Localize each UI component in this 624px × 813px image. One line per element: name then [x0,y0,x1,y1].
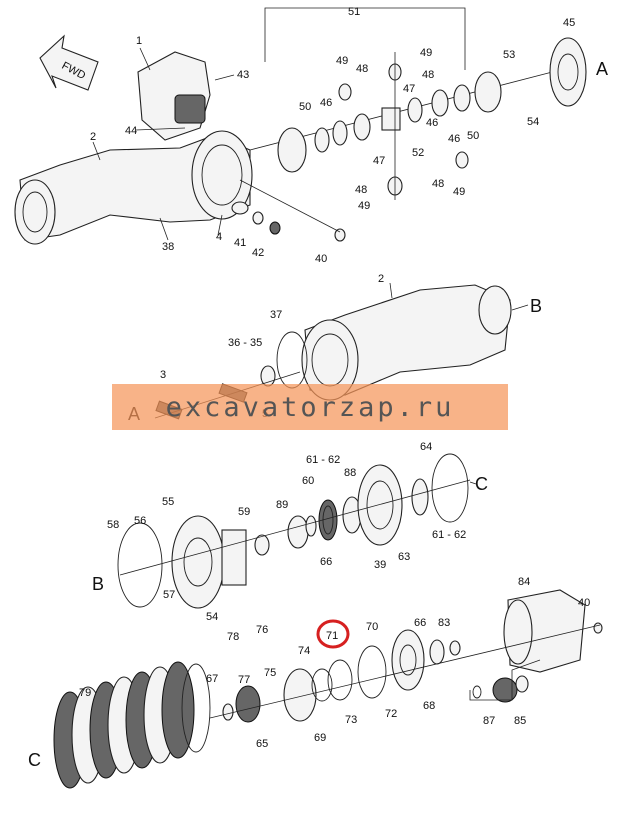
labels-section-4: 79 C 67 78 77 76 75 74 71 70 66 83 84 40… [28,576,590,770]
label-78: 78 [227,631,239,643]
label-37: 37 [270,309,282,321]
label-54: 54 [527,116,539,128]
highlight-circle-71 [316,619,350,649]
label-42: 42 [252,247,264,259]
label-70: 70 [366,621,378,633]
label-47b: 47 [373,155,385,167]
section-planetary [53,589,603,789]
label-66b: 66 [414,617,426,629]
axle-housing-part [19,134,251,241]
fwd-arrow-icon: FWD [39,34,99,91]
label-74: 74 [298,645,310,657]
gearbox-valve [174,94,206,124]
label-45: 45 [563,17,575,29]
label-46a: 46 [320,97,332,109]
labels-section-1: 1 2 44 43 51 45 A 53 54 49 48 49 48 47 4… [90,6,608,265]
label-41: 41 [234,237,246,249]
label-88: 88 [344,467,356,479]
label-66a: 66 [320,556,332,568]
label-76: 76 [256,624,268,636]
label-83: 83 [438,617,450,629]
label-52: 52 [412,147,424,159]
labels-section-3: 55 56 58 B 57 54 59 89 60 61 - 62 88 66 … [92,441,488,623]
gear-65 [235,685,261,723]
watermark-band: excavatorzap.ru [112,384,508,430]
differential-parts [277,52,502,200]
label-65: 65 [256,738,268,750]
label-44: 44 [125,125,137,137]
label-68: 68 [423,700,435,712]
label-40a: 40 [315,253,327,265]
hub-55 [171,515,225,609]
label-48d: 48 [432,178,444,190]
label-61-62a: 61 - 62 [306,454,340,466]
letter-a-top: A [596,59,608,79]
label-2: 2 [90,131,96,143]
label-72: 72 [385,708,397,720]
label-3: 3 [160,369,166,381]
hub-63 [357,464,403,546]
label-75: 75 [264,667,276,679]
label-61-62b: 61 - 62 [432,529,466,541]
label-67: 67 [206,673,218,685]
label-64: 64 [420,441,432,453]
label-50b: 50 [467,130,479,142]
label-60: 60 [302,475,314,487]
label-55: 55 [162,496,174,508]
seal-60 [318,499,338,541]
label-54b: 54 [206,611,218,623]
brake-disc-stack [53,661,211,789]
label-77: 77 [238,674,250,686]
label-51: 51 [348,6,360,18]
label-38: 38 [162,241,174,253]
label-40b: 40 [578,597,590,609]
label-49a: 49 [336,55,348,67]
label-48b: 48 [422,69,434,81]
carrier-69 [283,668,317,722]
label-71: 71 [326,630,338,642]
label-63: 63 [398,551,410,563]
label-1: 1 [136,35,142,47]
part-68 [391,629,425,691]
crown-gear-part [549,37,587,107]
letter-c-right: C [475,474,488,494]
letter-c-left: C [28,750,41,770]
label-56: 56 [134,515,146,527]
label-2b: 2 [378,273,384,285]
label-46b: 46 [426,117,438,129]
label-87: 87 [483,715,495,727]
label-47a: 47 [403,83,415,95]
label-46c: 46 [448,133,460,145]
label-39: 39 [374,559,386,571]
section-axle-housing: FWD [14,7,587,245]
label-57: 57 [163,589,175,601]
letter-b-right: B [530,296,542,316]
gasket-64 [431,453,469,523]
label-84: 84 [518,576,530,588]
label-4: 4 [216,231,222,243]
label-58: 58 [107,519,119,531]
label-85: 85 [514,715,526,727]
label-50a: 50 [299,101,311,113]
label-49d: 49 [453,186,465,198]
label-48c: 48 [355,184,367,196]
watermark-text: excavatorzap.ru [165,391,455,423]
label-53: 53 [503,49,515,61]
label-59: 59 [238,506,250,518]
label-79: 79 [79,687,91,699]
label-49b: 49 [420,47,432,59]
label-43: 43 [237,69,249,81]
label-49c: 49 [358,200,370,212]
section-hub [117,453,477,609]
label-73: 73 [345,714,357,726]
gasket-58 [117,522,163,608]
letter-b-left: B [92,574,104,594]
label-48a: 48 [356,63,368,75]
housing-flange [14,179,56,245]
label-89: 89 [276,499,288,511]
label-69: 69 [314,732,326,744]
housing-bowl [191,130,253,220]
label-36-35: 36 - 35 [228,337,262,349]
